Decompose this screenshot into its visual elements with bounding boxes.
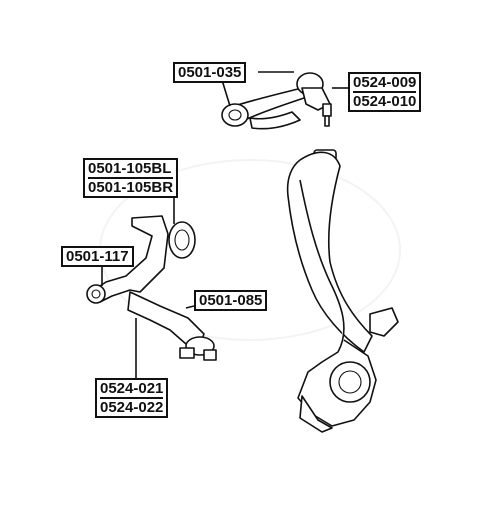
upper-ball-joint: [296, 72, 332, 127]
part-number-lower-ball-joint-a: 0524-021: [100, 380, 164, 397]
part-number-lower-bushing-right: 0501-105BR: [88, 177, 174, 196]
steering-knuckle: [286, 149, 399, 433]
label-lower-ball-joint: 0524-021 0524-022: [95, 378, 169, 418]
lower-front-bushing: [86, 284, 106, 304]
part-number-lower-front-bushing: 0501-117: [66, 248, 129, 265]
label-lower-arm: 0501-085: [194, 290, 268, 311]
label-upper-ball-joint: 0524-009 0524-010: [348, 72, 422, 112]
part-number-upper-ball-joint-a: 0524-009: [353, 74, 417, 91]
label-lower-front-bushing: 0501-117: [61, 246, 134, 267]
lower-bushing: [168, 221, 196, 259]
part-number-lower-bushing-left: 0501-105BL: [88, 160, 172, 177]
part-number-lower-ball-joint-b: 0524-022: [100, 397, 164, 416]
upper-control-arm: [221, 87, 311, 130]
part-number-upper-ball-joint-b: 0524-010: [353, 91, 417, 110]
part-number-lower-arm: 0501-085: [199, 292, 263, 309]
part-number-upper-arm: 0501-035: [178, 64, 242, 81]
lower-ball-joint: [179, 336, 217, 361]
label-upper-arm: 0501-035: [173, 62, 247, 83]
label-lower-bushing: 0501-105BL 0501-105BR: [83, 158, 179, 198]
